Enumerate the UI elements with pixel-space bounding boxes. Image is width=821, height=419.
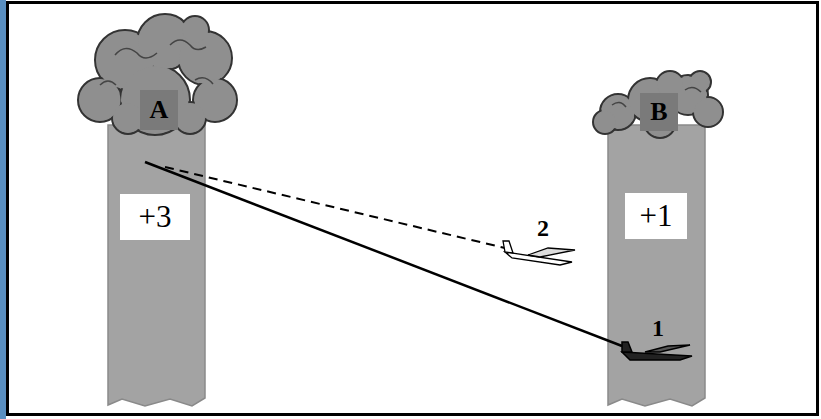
cloud-fill — [595, 73, 722, 137]
callout-number: 1 — [652, 316, 664, 340]
glider — [503, 241, 575, 265]
thermal-letter: B — [650, 97, 667, 127]
thermal-label: A — [140, 90, 178, 130]
glide-path — [145, 162, 622, 346]
climb-rate-box: +1 — [625, 193, 687, 239]
frame — [8, 3, 818, 415]
cumulus-cloud — [78, 14, 237, 135]
glide-path-dashed — [165, 167, 505, 248]
callout-number: 2 — [537, 216, 549, 240]
thermal-label: B — [640, 93, 678, 131]
thermal-column — [608, 125, 705, 406]
cloud-detail — [100, 40, 213, 85]
thermal-letter: A — [150, 95, 169, 125]
window-edge — [0, 0, 6, 419]
climb-rate: +1 — [640, 198, 673, 234]
climb-rate-box: +3 — [120, 194, 190, 240]
glider — [622, 342, 692, 360]
cumulus-cloud — [593, 71, 723, 138]
cloud-fill — [80, 16, 236, 134]
climb-rate: +3 — [139, 199, 172, 235]
